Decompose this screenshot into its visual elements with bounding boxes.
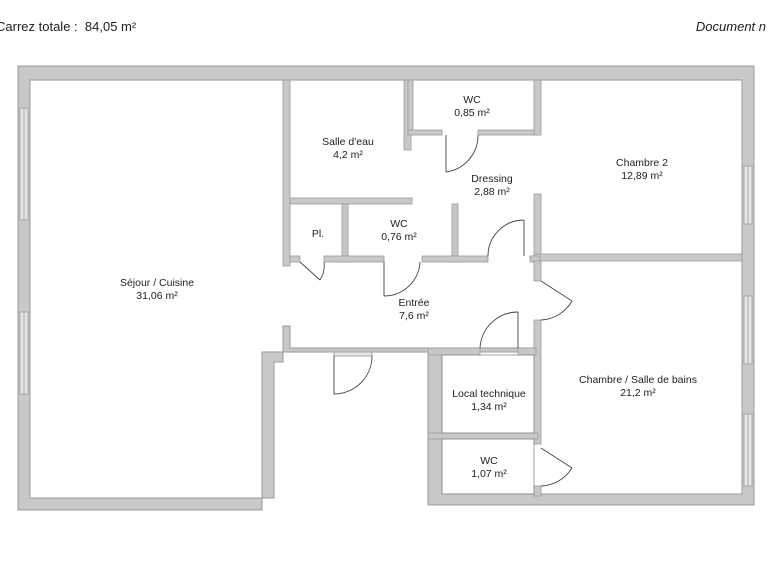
wall-rooms-south-c [421,255,489,263]
room-name-wc3: WC [480,455,498,467]
wall-sejour-east [282,79,291,267]
room-name-entree: Entrée [399,297,430,309]
wall-chambre-west-low [533,485,542,497]
wall-wc1-south-a [407,129,443,136]
room-area-entree: 7,6 m² [399,310,429,322]
room-name-pl: Pl. [312,228,324,240]
wall-local-south [427,432,539,440]
room-name-chambre: Chambre / Salle de bains [579,374,697,386]
door-wc3 [540,447,573,487]
outline-wc3 [441,438,535,495]
wall-salle-eau-south [289,197,413,205]
room-area-chambre: 21,2 m² [620,387,656,399]
room-name-dressing: Dressing [471,173,513,185]
room-area-local-technique: 1,34 m² [471,401,507,413]
door-chambre [540,280,573,321]
wall-rooms-south-b [323,255,385,263]
room-name-sejour: Séjour / Cuisine [120,277,194,289]
windows [19,107,753,487]
wall-chambre-west-mid [533,319,542,445]
door-wc2 [383,261,421,297]
door-wc1 [445,134,479,173]
room-name-local-technique: Local technique [452,388,526,400]
wall-rooms-south-a [289,255,301,263]
room-name-chambre2: Chambre 2 [616,157,668,169]
room-area-wc1: 0,85 m² [454,107,490,119]
room-area-dressing: 2,88 m² [474,186,510,198]
door-dressing [487,219,525,257]
room-area-wc2: 0,76 m² [381,231,417,243]
room-name-salle-eau: Salle d'eau [322,136,374,148]
door-entrance [333,351,373,395]
wall-chambre-west [533,260,542,282]
room-name-wc2: WC [390,218,408,230]
wall-wc1-south-b [477,129,537,136]
total-surface: Carrez totale : 84,05 m² [0,19,136,34]
total-surface-value: 84,05 m² [84,19,137,34]
room-area-salle-eau: 4,2 m² [333,149,363,161]
wall-chambre2-west [533,79,542,136]
wall-wc2-east [451,203,459,263]
document-note: Document n [695,19,766,34]
door-local-technique [479,311,519,349]
room-area-sejour: 31,06 m² [136,290,178,302]
room-name-wc1: WC [463,94,481,106]
wall-local-north-a [427,347,481,356]
doors [299,134,573,487]
outline-local-technique [441,354,535,434]
total-surface-label: Carrez totale : [0,19,78,34]
room-area-wc3: 1,07 m² [471,468,507,480]
wall-chambre2-west-low [533,193,542,259]
room-labels: Séjour / Cuisine 31,06 m² Salle d'eau 4,… [120,94,697,480]
room-area-chambre2: 12,89 m² [621,170,663,182]
interior-walls [282,79,743,497]
wall-local-north-b [517,347,537,356]
wall-chambre2-south [533,253,743,262]
wall-wc1-west [407,79,414,133]
door-pl [299,261,325,281]
room-outlines [441,354,535,495]
wall-pl-east [341,203,349,263]
